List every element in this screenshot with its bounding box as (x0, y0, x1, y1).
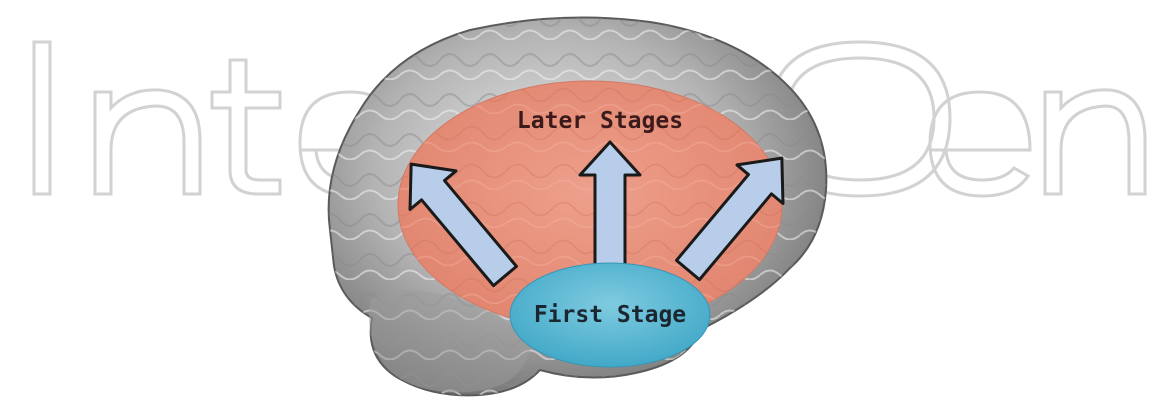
later-stages-label: Later Stages (517, 108, 683, 134)
first-stage-label: First Stage (534, 302, 686, 328)
